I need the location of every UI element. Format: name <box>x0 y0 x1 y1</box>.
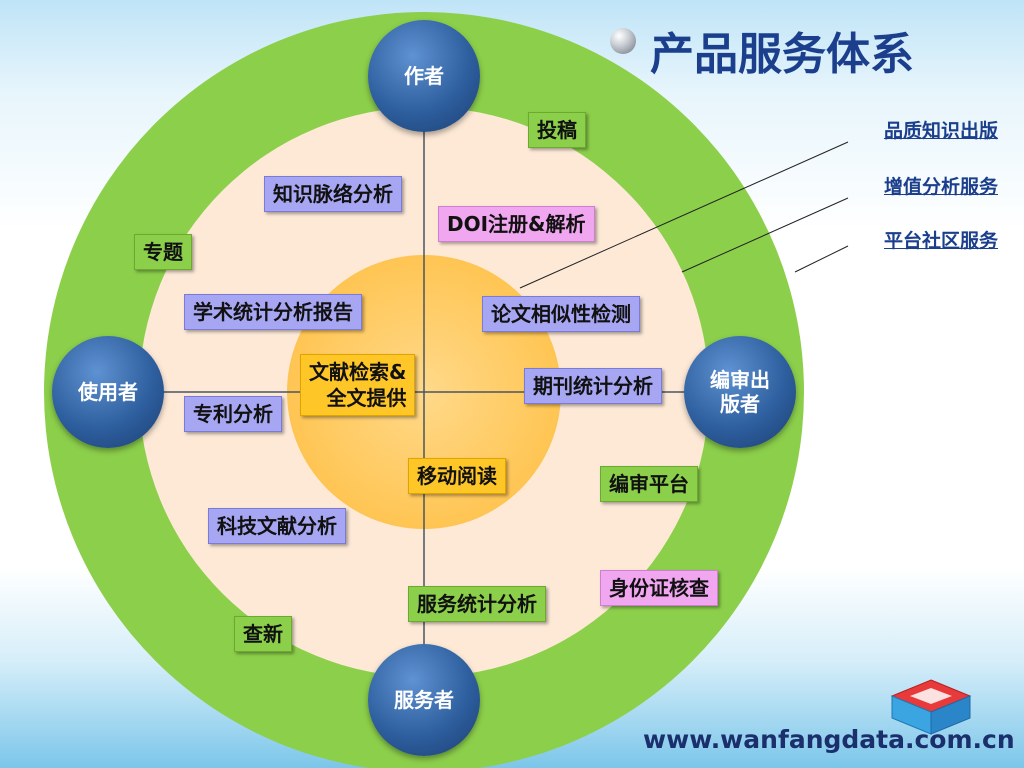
core-retrieval-box: 文献检索& 全文提供 <box>300 354 416 416</box>
box-editorial-platform: 编审平台 <box>600 466 698 502</box>
box-patent-analysis: 专利分析 <box>184 396 282 432</box>
box-special-topic: 专题 <box>134 234 192 270</box>
box-paper-similarity-check: 论文相似性检测 <box>482 296 640 332</box>
box-novelty-search: 查新 <box>234 616 292 652</box>
legend-value-analysis: 增值分析服务 <box>883 176 998 198</box>
box-id-verification: 身份证核查 <box>600 570 718 606</box>
node-service-provider: 服务者 <box>368 644 480 756</box>
node-author: 作者 <box>368 20 480 132</box>
box-journal-statistics: 期刊统计分析 <box>524 368 662 404</box>
core-line-2: 全文提供 <box>326 386 407 410</box>
box-scitech-literature-analysis: 科技文献分析 <box>208 508 346 544</box>
box-mobile-reading: 移动阅读 <box>408 458 506 494</box>
box-submission: 投稿 <box>528 112 586 148</box>
legend-pointer-2 <box>681 197 849 273</box>
website-url: www.wanfangdata.com.cn <box>643 725 1015 754</box>
wanfang-logo-icon <box>890 679 972 735</box>
node-editor-publisher: 编审出版者 <box>684 336 796 448</box>
legend-platform-community: 平台社区服务 <box>883 230 998 252</box>
box-knowledge-network-analysis: 知识脉络分析 <box>264 176 402 212</box>
legend-pointer-3 <box>794 245 849 273</box>
box-doi-registration: DOI注册&解析 <box>438 206 595 242</box>
legend-pointer-1 <box>519 141 849 289</box>
page-title: 产品服务体系 <box>650 29 914 80</box>
core-line-1: 文献检索& <box>309 360 407 384</box>
legend-quality-publishing: 品质知识出版 <box>883 120 998 142</box>
box-academic-statistics-report: 学术统计分析报告 <box>184 294 362 330</box>
node-user: 使用者 <box>52 336 164 448</box>
box-service-statistics: 服务统计分析 <box>408 586 546 622</box>
title-bullet-icon <box>610 28 636 54</box>
